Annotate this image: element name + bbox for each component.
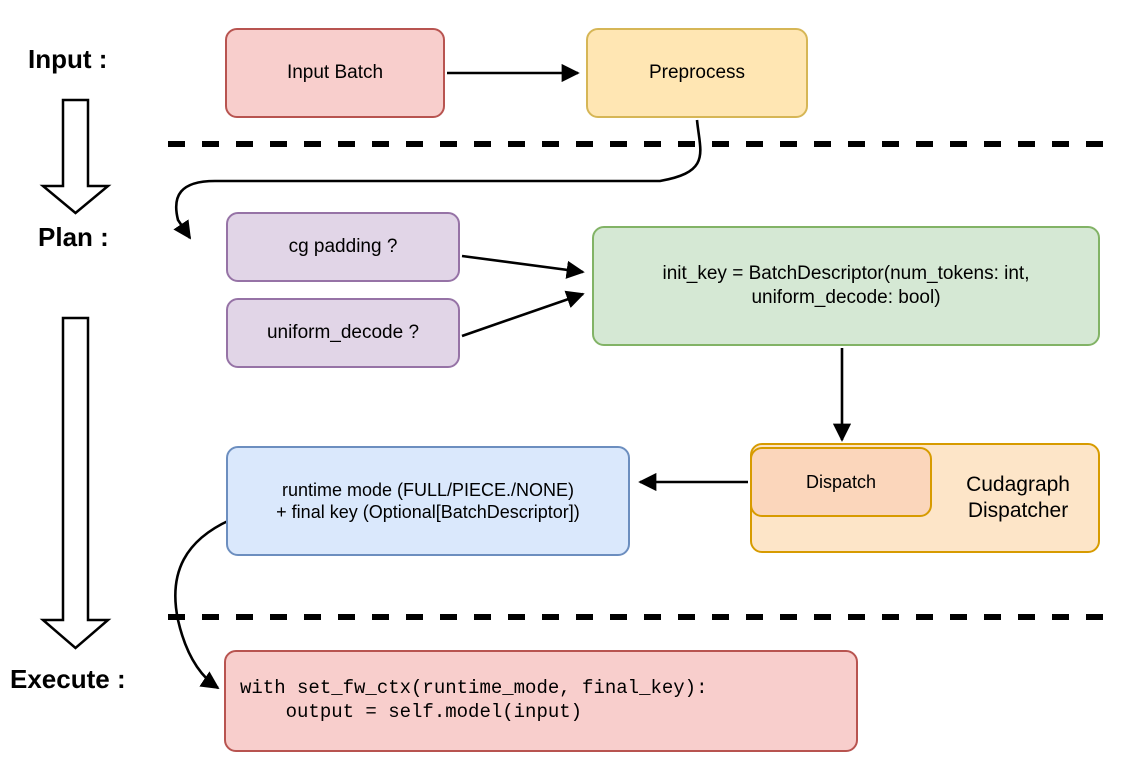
connector-uniform-decode-to-init-key xyxy=(461,290,585,338)
node-dispatch[interactable]: Dispatch xyxy=(750,447,932,517)
connector-cg-padding-to-init-key xyxy=(461,254,585,279)
node-uniform-decode[interactable]: uniform_decode ? xyxy=(226,298,460,368)
stage-arrow-plan-to-execute xyxy=(39,316,112,650)
stage-label-plan: Plan : xyxy=(38,222,109,252)
connector-runtime-mode-to-execute xyxy=(174,518,231,690)
node-preprocess[interactable]: Preprocess xyxy=(586,28,808,118)
stage-arrow-input-to-plan xyxy=(39,98,112,215)
node-input-batch[interactable]: Input Batch xyxy=(225,28,445,118)
stage-label-execute: Execute : xyxy=(10,664,126,694)
node-init-key-batch-descriptor[interactable]: init_key = BatchDescriptor(num_tokens: i… xyxy=(592,226,1100,346)
node-execute-code[interactable]: with set_fw_ctx(runtime_mode, final_key)… xyxy=(224,650,858,752)
stage-label-input: Input : xyxy=(28,44,108,74)
node-cg-padding[interactable]: cg padding ? xyxy=(226,212,460,282)
node-runtime-mode[interactable]: runtime mode (FULL/PIECE./NONE) + final … xyxy=(226,446,630,556)
